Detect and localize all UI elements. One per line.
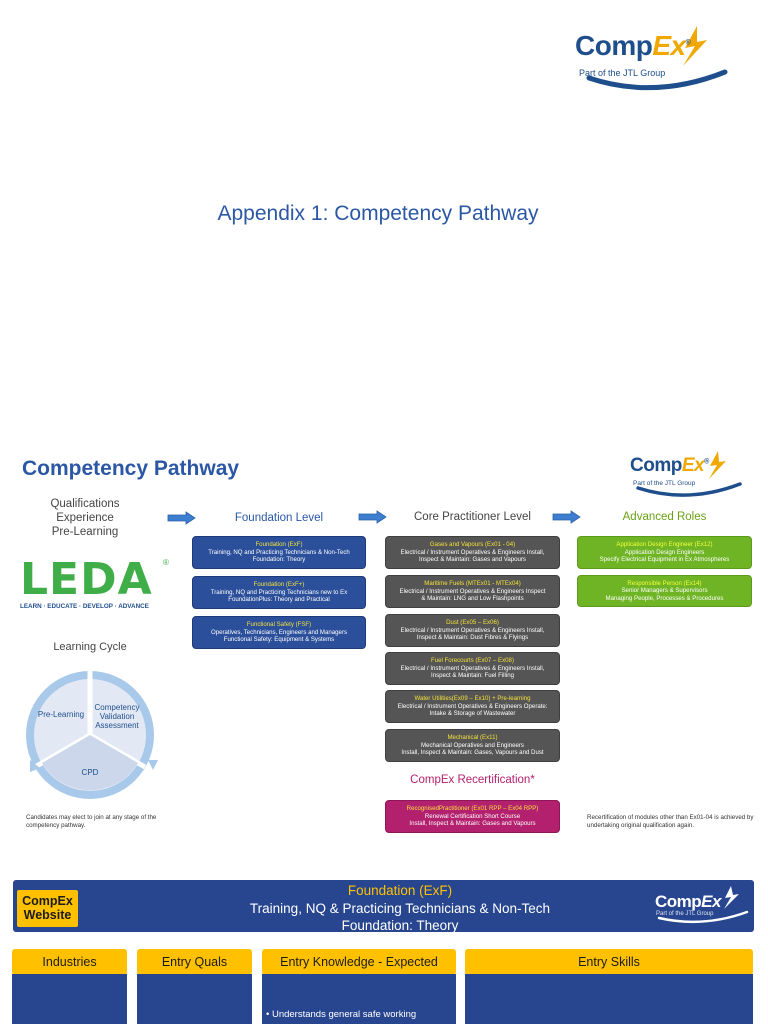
foundation-box-exf: Foundation (ExF) Training, NQ and Practi…: [192, 536, 366, 569]
logo-tagline: Part of the JTL Group: [579, 68, 666, 78]
core-box-dust: Dust (Ex05 – Ex06) Electrical / Instrume…: [385, 614, 560, 647]
compex-swoosh-icon: [636, 451, 742, 497]
logo-wordmark: CompEx: [655, 892, 721, 911]
core-box-water-utilities: Water Utilities(Ex09 – Ex10) + Pre-learn…: [385, 690, 560, 723]
foundation-level-heading: Foundation Level: [234, 512, 324, 524]
appendix-title: Appendix 1: Competency Pathway: [217, 202, 539, 225]
core-box-gases-vapours: Gases and Vapours (Ex01 - 04) Electrical…: [385, 536, 560, 569]
entry-skills-panel: [465, 974, 753, 1024]
core-box-fuel-forecourts: Fuel Forecourts (Ex07 – Ex08) Electrical…: [385, 652, 560, 685]
advanced-box-ex14: Responsible Person (Ex14) Senior Manager…: [577, 575, 752, 607]
cycle-segment-pre-learning: Pre-Learning: [37, 710, 85, 719]
recertification-note: Recertification of modules other than Ex…: [587, 814, 754, 829]
logo-tagline: Part of the JTL Group: [633, 480, 696, 487]
arrow-right-icon: [167, 511, 196, 525]
recertification-heading: CompEx Recertification*: [410, 774, 535, 786]
tab-entry-quals[interactable]: Entry Quals: [137, 949, 252, 975]
prerequisite-item: Pre-Learning: [51, 526, 119, 538]
prerequisites-list: Qualifications Experience Pre-Learning: [30, 497, 140, 539]
leda-wordmark: LEDA: [20, 554, 153, 605]
cycle-segment-cpd: CPD: [81, 768, 99, 777]
tab-entry-skills[interactable]: Entry Skills: [465, 949, 753, 975]
compex-logo-band: CompEx Part of the JTL Group: [655, 884, 750, 924]
foundation-header-band: [13, 880, 754, 932]
leda-logo: LEDA LEARN · EDUCATE · DEVELOP · ADVANCE…: [20, 554, 169, 611]
foundation-box-exf-plus: Foundation (ExF+) Training, NQ and Pract…: [192, 576, 366, 609]
core-practitioner-heading: Core Practitioner Level: [414, 511, 531, 523]
logo-wordmark: CompEx®: [630, 455, 709, 476]
prerequisite-item: Qualifications: [50, 498, 120, 510]
entry-knowledge-panel: [262, 974, 456, 1024]
compex-logo-mid: CompEx® Part of the JTL Group: [630, 448, 745, 498]
candidates-note: Candidates may elect to join at any stag…: [26, 814, 157, 829]
learning-cycle-diagram: [26, 671, 158, 799]
prerequisite-item: Experience: [56, 512, 114, 524]
band-subtitle: Foundation: Theory: [341, 918, 459, 933]
compex-swoosh-icon: [657, 886, 749, 924]
logo-wordmark: CompEx®: [575, 30, 691, 61]
arrow-right-icon: [358, 510, 387, 524]
band-audience: Training, NQ & Practicing Technicians & …: [249, 900, 551, 916]
section-title: Competency Pathway: [22, 457, 240, 480]
core-box-mechanical: Mechanical (Ex11) Mechanical Operatives …: [385, 729, 560, 762]
recert-box-rpp: RecognisedPractitioner (Ex01 RPP – Ex04 …: [385, 800, 560, 833]
entry-quals-panel: [137, 974, 252, 1024]
leda-tagline: LEARN · EDUCATE · DEVELOP · ADVANCE: [20, 603, 149, 610]
foundation-box-fsf: Functional Safety (FSF) Operatives, Tech…: [192, 616, 366, 649]
cycle-segment-competency-validation: Competency Validation Assessment: [94, 703, 140, 730]
industries-panel: [12, 974, 127, 1024]
compex-logo-top: CompEx® Part of the JTL Group: [575, 20, 735, 92]
tab-industries[interactable]: Industries: [12, 949, 127, 975]
compex-website-button[interactable]: CompEx Website: [17, 890, 78, 927]
band-course-title: Foundation (ExF): [347, 883, 453, 898]
core-box-maritime-fuels: Maritime Fuels (MTEx01 - MTEx04) Electri…: [385, 575, 560, 608]
band-title: Foundation (ExF) Training, NQ & Practici…: [160, 882, 640, 935]
entry-knowledge-bullet: • Understands general safe working: [266, 1009, 417, 1020]
arrow-right-icon: [552, 510, 581, 524]
learning-cycle-title: Learning Cycle: [53, 641, 127, 653]
tab-entry-knowledge[interactable]: Entry Knowledge - Expected: [262, 949, 456, 975]
compex-swoosh-icon: [586, 26, 728, 91]
advanced-box-ex12: Application Design Engineer (Ex12) Appli…: [577, 536, 752, 569]
logo-tagline: Part of the JTL Group: [656, 911, 714, 917]
advanced-roles-heading: Advanced Roles: [622, 511, 707, 523]
